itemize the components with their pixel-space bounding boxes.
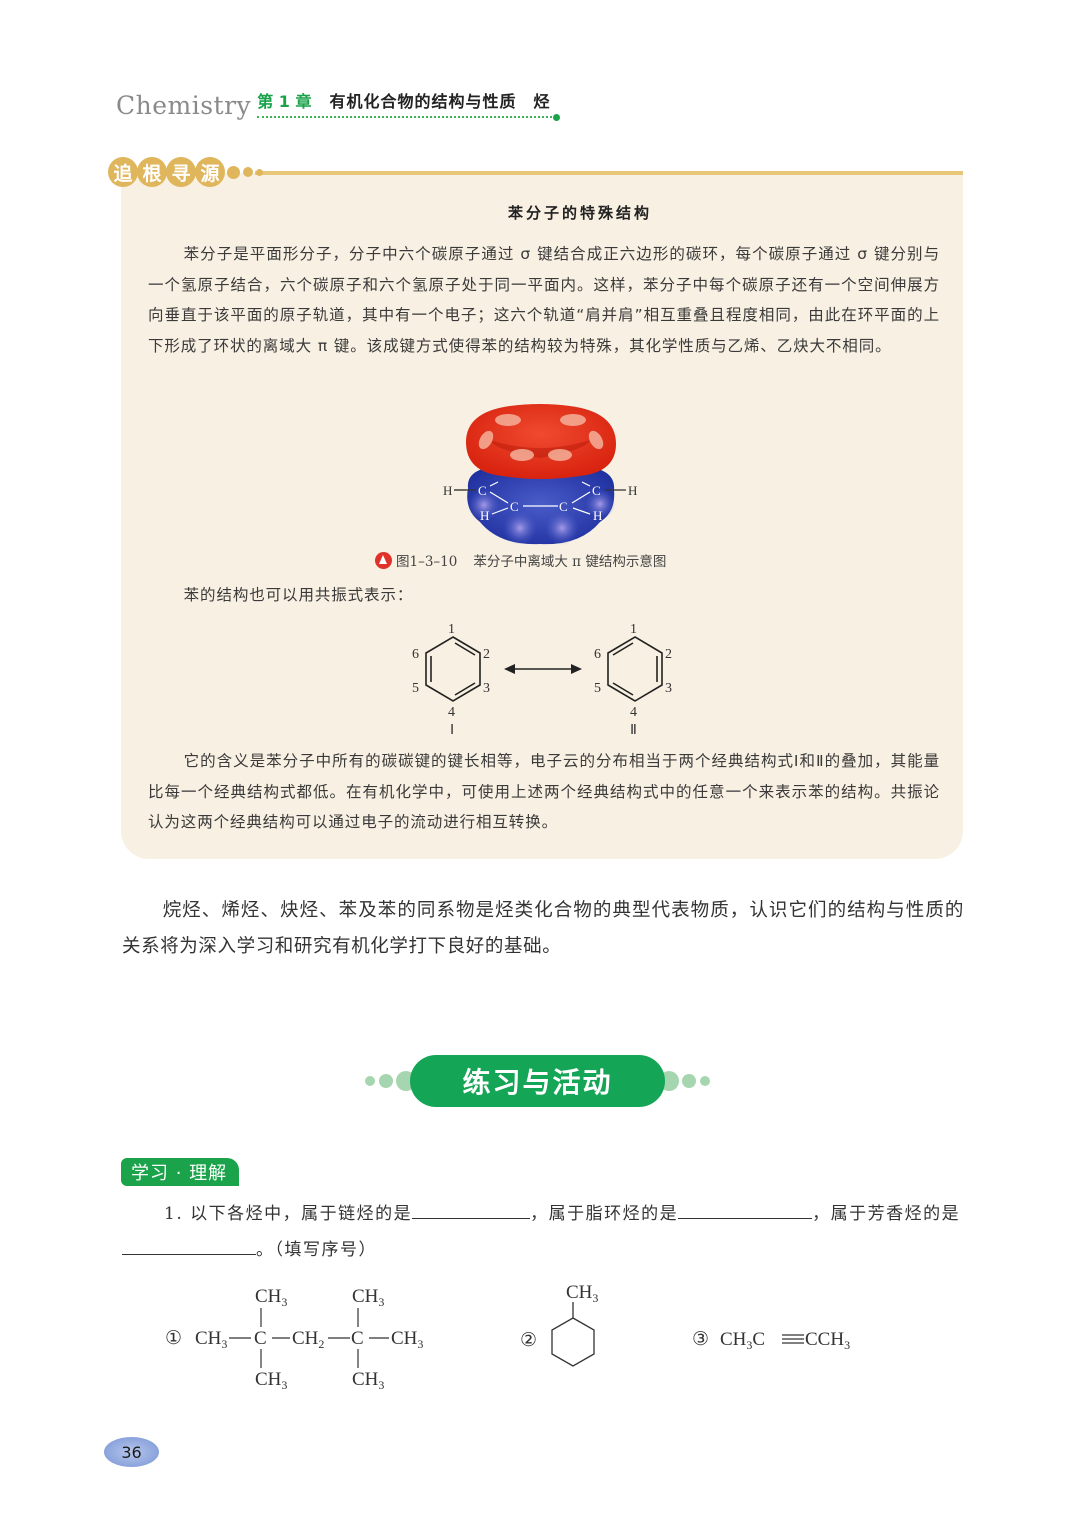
svg-text:C: C — [592, 483, 601, 498]
decorative-dot — [682, 1074, 696, 1088]
tag-char: 根 — [137, 157, 167, 187]
svg-text:Ⅰ: Ⅰ — [450, 723, 454, 738]
compound-2-label: ② — [520, 1330, 537, 1351]
svg-text:5: 5 — [412, 681, 419, 696]
svg-text:H: H — [593, 508, 602, 523]
compound-3: ③ CH3C CCH3 — [692, 1324, 872, 1359]
page-number: 36 — [104, 1437, 159, 1467]
q1-text-part3: ，属于芳香烃的是 — [812, 1204, 961, 1224]
decorative-dot — [256, 168, 263, 176]
svg-text:C: C — [351, 1328, 364, 1349]
svg-text:CCH3: CCH3 — [805, 1329, 850, 1352]
svg-text:H: H — [628, 483, 637, 498]
tag-char: 源 — [195, 157, 225, 187]
figure-number: 图1–3–10 — [396, 554, 458, 570]
svg-text:4: 4 — [630, 705, 637, 720]
compound-2: ② CH3 — [518, 1276, 618, 1376]
q1-text-part1: 1. 以下各烃中，属于链烃的是 — [164, 1204, 413, 1224]
svg-text:2: 2 — [483, 647, 490, 662]
svg-text:4: 4 — [448, 705, 455, 720]
brand-title: Chemistry — [116, 91, 252, 120]
q1-text-part4: 。（填写序号） — [256, 1240, 377, 1260]
underline-end-dot — [553, 114, 561, 121]
svg-text:CH3: CH3 — [352, 1286, 384, 1309]
q1-text-part2: ，属于脂环烃的是 — [530, 1204, 679, 1224]
answer-blank-alicyclic[interactable] — [678, 1199, 813, 1219]
source-paragraph-2: 苯的结构也可以用共振式表示： — [183, 586, 414, 604]
svg-text:C: C — [478, 483, 487, 498]
source-paragraph-1: 苯分子是平面形分子，分子中六个碳原子通过 σ 键结合成正六边形的碳环，每个碳原子… — [148, 245, 940, 355]
tag-char: 追 — [108, 157, 138, 187]
practice-title: 练习与活动 — [410, 1055, 665, 1107]
chapter-number: 第 1 章 — [257, 92, 312, 111]
svg-text:CH3: CH3 — [255, 1369, 287, 1392]
source-box-title: 苯分子的特殊结构 — [507, 204, 652, 222]
chapter-heading: 第 1 章 有机化合物的结构与性质 烃 — [257, 88, 561, 121]
decorative-dot — [700, 1076, 710, 1086]
svg-text:CH2: CH2 — [292, 1328, 324, 1351]
svg-text:2: 2 — [665, 647, 672, 662]
svg-text:6: 6 — [594, 647, 601, 662]
decorative-dot — [243, 167, 253, 177]
figure-caption: 图1–3–10 苯分子中离域大 π 键结构示意图 — [375, 550, 666, 570]
answer-blank-aromatic[interactable] — [122, 1235, 256, 1255]
source-box-top-rule — [255, 171, 963, 175]
figure-marker-icon — [375, 551, 392, 569]
svg-text:CH3: CH3 — [195, 1328, 227, 1351]
svg-text:CH3: CH3 — [352, 1369, 384, 1392]
atom-h-left: H — [443, 483, 452, 498]
svg-text:H: H — [480, 508, 489, 523]
question-1: 1. 以下各烃中，属于链烃的是 ，属于脂环烃的是 ，属于芳香烃的是。（填写序号） — [122, 1196, 964, 1268]
source-box-tag: 追 根 寻 源 — [108, 157, 263, 187]
practice-banner: 练习与活动 — [365, 1054, 710, 1108]
answer-blank-chain[interactable] — [412, 1199, 531, 1219]
resonance-arrow-icon — [504, 664, 582, 674]
svg-text:C: C — [254, 1328, 267, 1349]
svg-text:6: 6 — [412, 647, 419, 662]
svg-text:3: 3 — [483, 681, 490, 696]
figure-caption-text: 苯分子中离域大 π 键结构示意图 — [473, 554, 667, 570]
decorative-dot — [365, 1076, 375, 1086]
svg-text:CH3C: CH3C — [720, 1329, 765, 1352]
svg-text:Ⅱ: Ⅱ — [630, 723, 637, 738]
svg-text:1: 1 — [448, 622, 455, 637]
benzene-resonance-structures: 1 2 3 4 5 6 Ⅰ 1 2 3 4 5 6 Ⅱ — [400, 620, 690, 740]
kekule-structure-1 — [425, 636, 481, 702]
svg-text:C: C — [510, 499, 519, 514]
body-paragraph: 烷烃、烯烃、炔烃、苯及苯的同系物是烃类化合物的典型代表物质，认识它们的结构与性质… — [122, 900, 964, 957]
compound-1-label: ① — [165, 1328, 182, 1349]
compound-1: ① CH3 C CH3 CH3 CH2 C CH3 CH3 CH3 — [165, 1282, 465, 1392]
chapter-title: 有机化合物的结构与性质 烃 — [329, 92, 551, 111]
page-header: Chemistry 第 1 章 有机化合物的结构与性质 烃 — [116, 84, 561, 121]
compound-3-label: ③ — [692, 1329, 709, 1350]
svg-text:1: 1 — [630, 622, 637, 637]
section-tag-study: 学习 · 理解 — [121, 1158, 240, 1186]
decorative-dot — [379, 1074, 393, 1088]
dotted-underline — [257, 116, 557, 118]
svg-text:C: C — [559, 499, 568, 514]
svg-text:3: 3 — [665, 681, 672, 696]
svg-text:CH3: CH3 — [391, 1328, 423, 1351]
pi-cloud-illustration: H C C C C H H H — [443, 404, 637, 545]
source-paragraph-3: 它的含义是苯分子中所有的碳碳键的键长相等，电子云的分布相当于两个经典结构式Ⅰ和Ⅱ… — [148, 752, 940, 831]
svg-text:CH3: CH3 — [566, 1282, 598, 1305]
benzene-pi-cloud-figure: H C C C C H H H — [440, 400, 640, 550]
tag-char: 寻 — [166, 157, 196, 187]
svg-text:5: 5 — [594, 681, 601, 696]
decorative-dot — [227, 165, 240, 179]
kekule-structure-2 — [607, 636, 663, 702]
svg-text:CH3: CH3 — [255, 1286, 287, 1309]
